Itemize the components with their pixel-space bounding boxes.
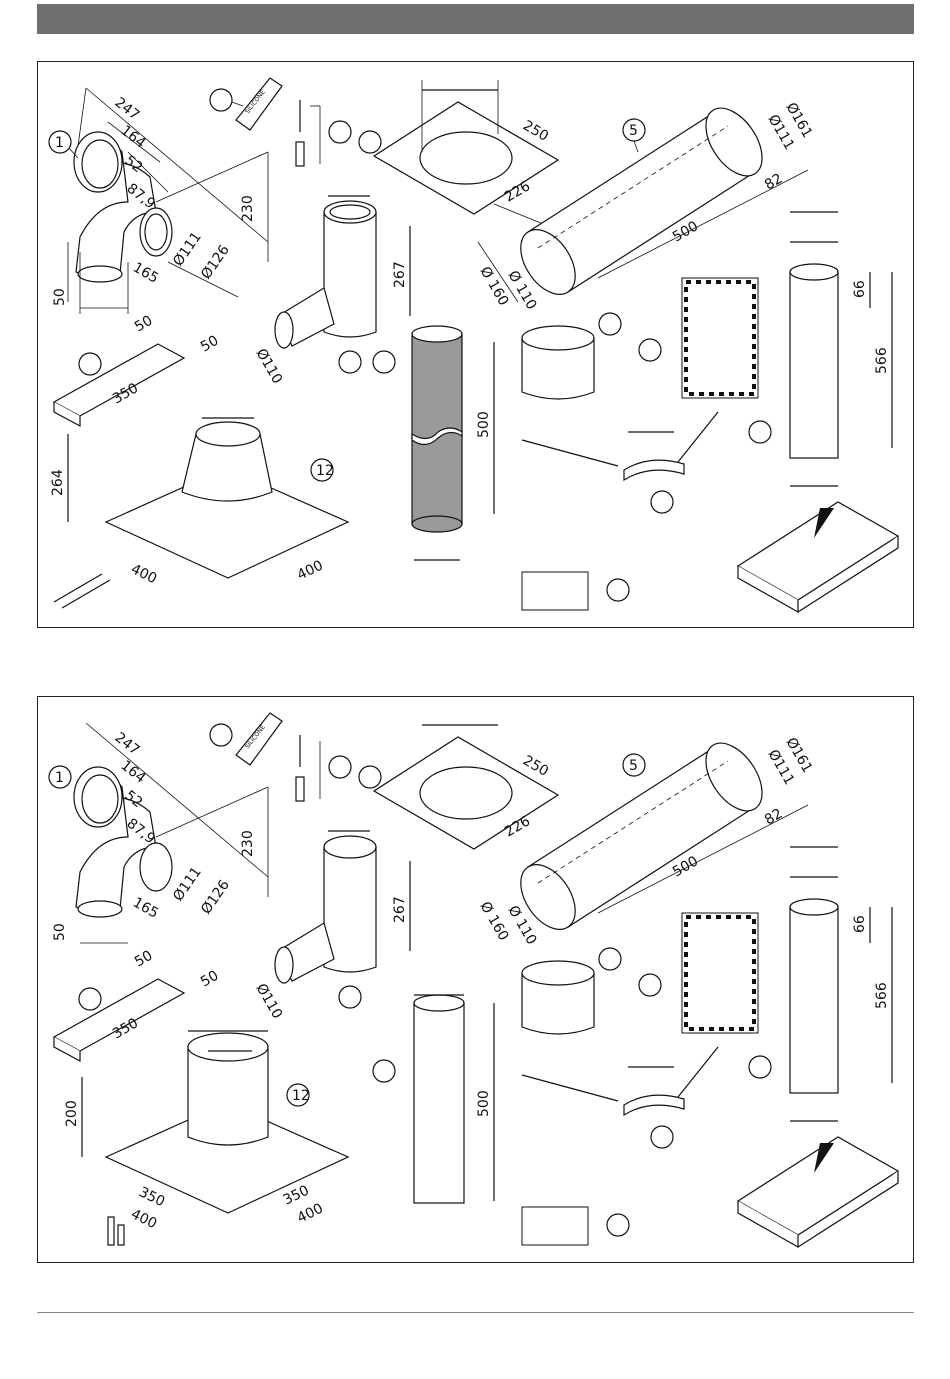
support-bracket [522,1047,718,1148]
roof-dim-400b: 400 [295,557,326,583]
dim-pipe-d160: Ø 160 [477,264,512,309]
dim-82: 82 [762,171,785,194]
parts-panel-1: 1 247 164 52 87,9 230 Ø111 Ø126 165 50 S… [37,61,914,628]
grey-pipe-dim-500: 500 [476,411,492,438]
roof-dim-400a: 400 [128,1206,159,1232]
clamp-ring [522,313,621,399]
rail-dim-50a: 50 [132,313,155,336]
roof-dim-400b: 400 [295,1200,326,1226]
screw-and-plug [296,100,351,166]
roof-dim-400a: 400 [128,561,159,587]
dim-50: 50 [52,288,68,306]
screw-and-plug [296,735,351,801]
dim-d111: Ø111 [170,864,205,904]
dim-230: 230 [240,195,256,222]
vpipe-dim-66: 66 [852,280,868,298]
dim-164: 164 [118,123,149,152]
silicone-tube: SILICONE [210,78,282,130]
rating-plate [522,572,629,610]
footer-rule [37,1312,914,1313]
dim-82: 82 [762,806,785,829]
dim-tee-d110: Ø110 [253,981,286,1022]
header-bar [37,4,914,34]
rail-dim-50b: 50 [198,968,221,991]
packaging-box [738,1137,898,1247]
dim-165: 165 [130,895,161,922]
vpipe-dim-566: 566 [874,982,890,1009]
wall-plate: 250 226 [359,725,558,849]
flat-roof-collar: 12 200 350 400 350 400 [64,1031,348,1245]
callout-12-label: 12 [292,1088,310,1104]
callout-1-label: 1 [55,135,64,151]
roof-dim-200: 200 [64,1100,80,1127]
data-sheet [639,913,758,1033]
support-bracket [522,412,718,513]
roof-dim-264: 264 [50,469,66,496]
dim-tee-d110: Ø110 [253,346,286,387]
vpipe-dim-66: 66 [852,915,868,933]
roof-dim-350a: 350 [136,1184,167,1210]
roof-flashing: 12 264 400 400 [50,418,348,608]
callout-12-label: 12 [316,463,334,479]
dim-d126: Ø126 [198,242,233,282]
dim-230: 230 [240,830,256,857]
callout-5-label: 5 [629,123,638,139]
dim-d126: Ø126 [198,877,233,917]
dim-165: 165 [130,260,161,287]
wall-plate: 250 226 [359,80,558,230]
rail-dim-50b: 50 [198,333,221,356]
white-pipe-dim-500: 500 [476,1090,492,1117]
dim-50: 50 [52,923,68,941]
mounting-rail: 50 50 350 [54,313,221,426]
dim-164: 164 [118,758,149,787]
vpipe-dim-566: 566 [874,347,890,374]
dim-247: 247 [112,730,143,759]
dim-267: 267 [392,261,408,288]
grey-pipe: 500 [373,326,494,560]
rail-dim-50a: 50 [132,948,155,971]
clamp-ring [522,948,621,1034]
vertical-pipe: 66 566 [749,847,892,1121]
packaging-box [738,502,898,612]
dim-d111: Ø111 [170,229,205,269]
tee-piece: 267 Ø110 [253,831,410,1022]
silicone-tube: SILICONE [210,713,282,765]
callout-1-label: 1 [55,770,64,786]
dim-267: 267 [392,896,408,923]
parts-panel-2: 1 247 164 52 87,9 230 Ø111 Ø126 165 50 S… [37,696,914,1263]
callout-5-label: 5 [629,758,638,774]
white-pipe: 500 [373,995,494,1203]
rating-plate [522,1207,629,1245]
dim-pipe-d160: Ø 160 [477,899,512,944]
data-sheet [639,278,758,398]
vertical-pipe: 66 566 [749,212,892,486]
dim-247: 247 [112,95,143,124]
